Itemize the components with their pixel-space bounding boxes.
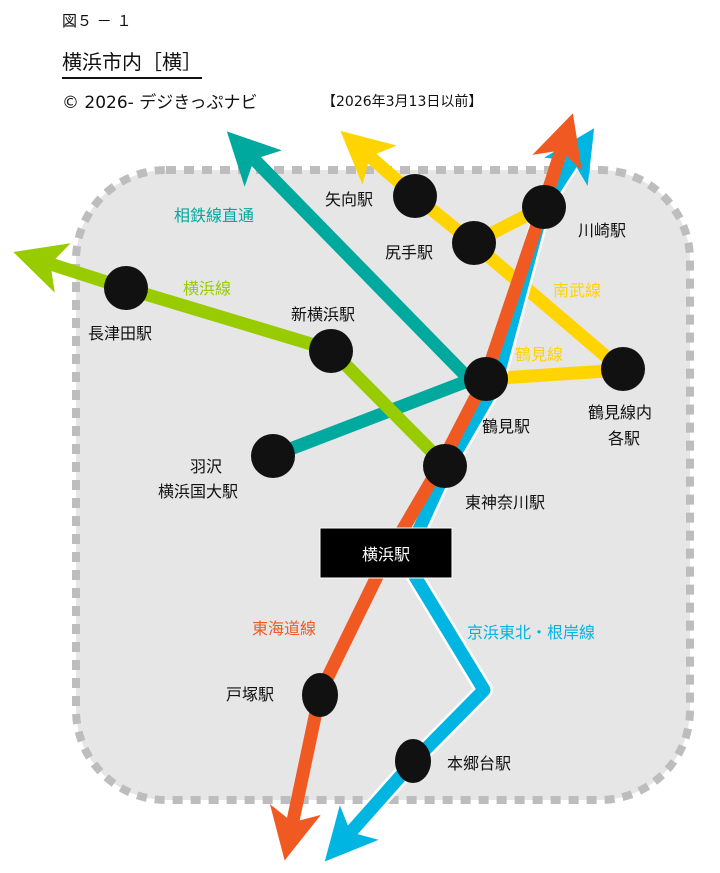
label-tokaido: 東海道線 <box>252 619 316 638</box>
label-nagatsuta: 長津田駅 <box>88 324 152 343</box>
station-shin-yokohama[interactable] <box>309 329 353 373</box>
label-yako: 矢向駅 <box>325 190 373 209</box>
station-totsuka[interactable] <box>302 673 338 717</box>
station-hazawa[interactable] <box>251 434 295 478</box>
copyright-text: © 2026- デジきっぷナビ <box>62 93 258 113</box>
station-hongodai[interactable] <box>395 739 431 783</box>
date-note: 【2026年3月13日以前】 <box>322 94 483 110</box>
station-higashi-kanagawa[interactable] <box>423 444 467 488</box>
nambu-line <box>340 130 627 375</box>
label-keihin-negishi: 京浜東北・根岸線 <box>467 623 595 642</box>
label-tsurumi-line-2: 各駅 <box>608 429 640 448</box>
label-totsuka: 戸塚駅 <box>226 685 274 704</box>
label-kawasaki: 川崎駅 <box>578 221 626 240</box>
yokohama-station-label: 横浜駅 <box>362 545 410 564</box>
label-sotetsu: 相鉄線直通 <box>174 206 254 225</box>
station-tsurumi-line[interactable] <box>601 347 645 391</box>
label-higashi-kanagawa: 東神奈川駅 <box>465 493 545 512</box>
label-tsurumi-line-1: 鶴見線内 <box>588 403 652 422</box>
figure-number: 図５ － １ <box>62 12 132 30</box>
station-nagatsuta[interactable] <box>104 266 148 310</box>
label-hazawa-2: 横浜国大駅 <box>158 482 238 501</box>
label-tsurumi: 鶴見駅 <box>482 417 530 436</box>
label-nambu: 南武線 <box>553 281 601 300</box>
station-shiritte[interactable] <box>452 221 496 265</box>
label-shiritte: 尻手駅 <box>385 243 433 262</box>
label-shin-yokohama: 新横浜駅 <box>291 305 355 324</box>
yokohama-line <box>13 243 450 470</box>
yokohama-station-box[interactable] <box>319 527 453 579</box>
label-tsurumi-line: 鶴見線 <box>515 345 563 364</box>
label-hazawa-1: 羽沢 <box>190 457 222 476</box>
station-yako[interactable] <box>393 174 437 218</box>
label-hongodai: 本郷台駅 <box>447 754 511 773</box>
station-kawasaki[interactable] <box>522 185 566 229</box>
label-yokohama-line: 横浜線 <box>183 279 231 298</box>
map-title: 横浜市内［横］ <box>62 46 202 79</box>
station-tsurumi[interactable] <box>464 357 508 401</box>
